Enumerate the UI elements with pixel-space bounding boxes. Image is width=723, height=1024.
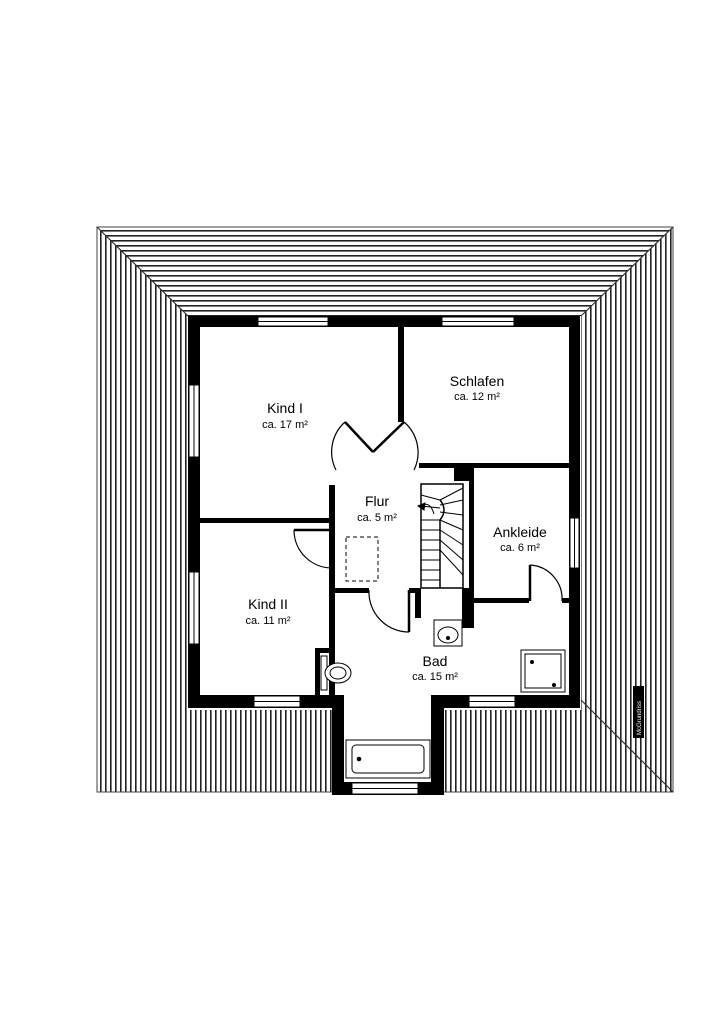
bathtub	[345, 739, 431, 779]
doors	[293, 421, 563, 633]
roof-left-face	[97, 227, 188, 700]
door-schlafen	[372, 421, 419, 471]
door-kind1	[331, 421, 374, 471]
room-kind2-area: ca. 11 m²	[245, 615, 290, 627]
door-bad	[368, 589, 411, 633]
shower	[520, 649, 566, 693]
staircase	[416, 483, 464, 589]
room-ankleide-area: ca. 6 m²	[500, 542, 540, 554]
roof-bottom-right-face	[445, 700, 673, 792]
bathroom-fixtures	[320, 619, 566, 779]
room-labels: Kind I ca. 17 m² Schlafen ca. 12 m² Flur…	[245, 373, 547, 683]
room-ankleide-name: Ankleide	[493, 524, 547, 540]
room-schlafen-area: ca. 12 m²	[454, 391, 500, 403]
room-kind2-name: Kind II	[248, 596, 288, 612]
room-flur-area: ca. 5 m²	[357, 512, 397, 524]
door-ankleide	[528, 564, 563, 602]
attic-hatch	[345, 536, 379, 582]
watermark-text: McGrundriss	[637, 701, 643, 735]
roof	[96, 226, 674, 793]
roof-top-face	[97, 227, 673, 316]
room-flur-name: Flur	[365, 493, 389, 509]
room-bad-area: ca. 15 m²	[412, 671, 458, 683]
roof-right-face	[581, 227, 673, 792]
room-schlafen-name: Schlafen	[450, 373, 504, 389]
roof-bottom-left-face	[97, 700, 332, 792]
toilet	[320, 655, 352, 691]
windows	[188, 316, 580, 795]
interior	[200, 327, 570, 782]
watermark-tag: McGrundriss	[633, 686, 644, 738]
door-kind2	[293, 528, 333, 569]
room-bad-name: Bad	[423, 653, 448, 669]
sink	[433, 619, 463, 647]
room-kind1-name: Kind I	[267, 400, 303, 416]
room-kind1-area: ca. 17 m²	[262, 419, 308, 431]
